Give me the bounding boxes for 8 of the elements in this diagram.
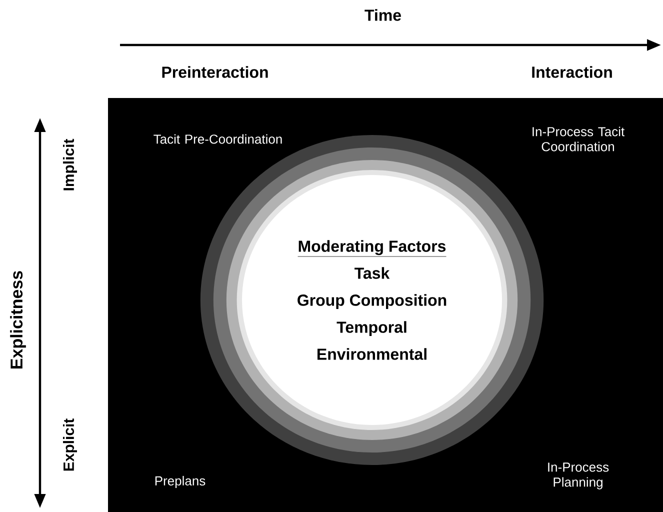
axis-label: Explicit <box>63 418 77 471</box>
quadrant-label: Preplans <box>155 476 206 488</box>
axis-title: Explicitness <box>10 271 26 368</box>
axis-label: Preinteraction <box>162 66 268 78</box>
axis-label: Implicit <box>63 138 77 190</box>
quadrant-label: In-Process Planning <box>548 462 609 490</box>
axis-label: Interaction <box>532 66 612 78</box>
axis-title: Time <box>364 9 401 21</box>
